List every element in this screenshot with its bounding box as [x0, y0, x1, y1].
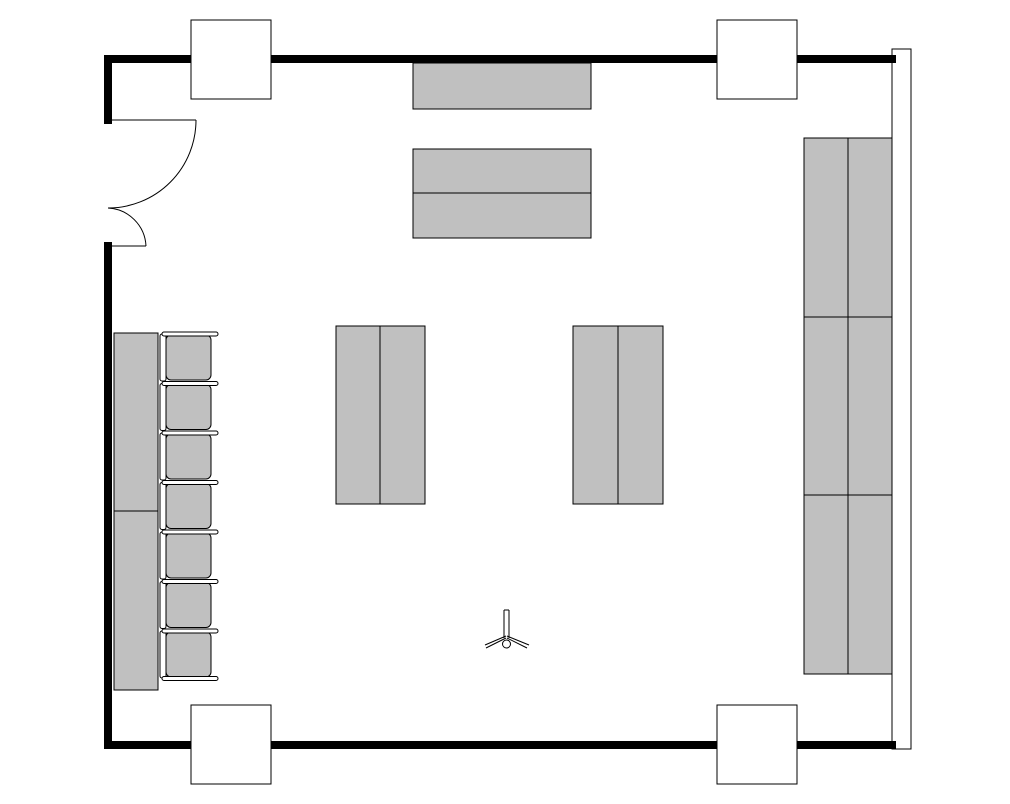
- right-counter-section: [803, 316, 849, 496]
- chair: [159, 331, 219, 382]
- wall-bottom-left: [104, 242, 896, 749]
- right-counter: [803, 137, 893, 675]
- chair-back: [159, 383, 167, 431]
- left-counter-section: [113, 510, 159, 691]
- top-console: [412, 62, 592, 110]
- presentation-table: [412, 148, 592, 239]
- presentation-table-section: [412, 192, 592, 239]
- chair-back: [159, 581, 167, 629]
- office-chair-seat: [502, 639, 511, 649]
- left-counter-section: [113, 332, 159, 512]
- chair-seat: [165, 631, 212, 678]
- chair-back: [159, 482, 167, 530]
- wall-top: [104, 55, 896, 124]
- double-door: [107, 119, 197, 247]
- column-bottom-left: [190, 704, 272, 785]
- door-swing-upper: [107, 119, 197, 209]
- chair: [159, 381, 219, 431]
- chair-arm: [161, 628, 219, 634]
- chair-arm: [161, 331, 219, 337]
- chair-seat: [165, 532, 212, 579]
- chair-arm: [161, 529, 219, 535]
- chair-back: [159, 630, 167, 679]
- office-chair-leg: [506, 635, 530, 646]
- door-swing-lower: [107, 207, 147, 247]
- center-table-right: [572, 325, 664, 505]
- right-counter-section: [803, 494, 849, 675]
- chair: [159, 430, 219, 481]
- office-chair-leg: [485, 637, 507, 649]
- chair: [159, 628, 219, 681]
- left-chair-row: [159, 331, 219, 681]
- left-counter: [113, 332, 159, 691]
- column-bottom-right: [716, 704, 798, 785]
- room-walls: [104, 55, 896, 749]
- chair-seat: [165, 334, 212, 381]
- center-table-left: [335, 325, 426, 505]
- chair-arm: [161, 676, 219, 681]
- chair: [159, 579, 219, 629]
- chair-seat: [165, 582, 212, 628]
- right-counter-section: [847, 494, 893, 675]
- column-top-left: [190, 19, 272, 100]
- center-table-right-section: [617, 325, 664, 505]
- office-chair-leg: [506, 637, 528, 649]
- presentation-table-section: [412, 148, 592, 194]
- columns: [190, 19, 798, 785]
- chair-arm: [161, 430, 219, 436]
- chair-seat: [165, 433, 212, 480]
- chair-back: [159, 432, 167, 481]
- right-counter-section: [803, 137, 849, 318]
- office-chair-icon: [484, 609, 530, 649]
- chair-seat: [165, 384, 212, 430]
- chair: [159, 480, 219, 530]
- chair-arm: [161, 579, 219, 584]
- center-table-left-section: [335, 325, 381, 505]
- chair-back: [159, 531, 167, 580]
- center-table-left-section: [379, 325, 426, 505]
- right-counter-section: [847, 316, 893, 496]
- column-top-right: [716, 19, 798, 100]
- chair-seat: [165, 483, 212, 529]
- office-chair-leg: [484, 635, 507, 646]
- chair-arm: [161, 480, 219, 485]
- window-strip: [891, 48, 912, 750]
- center-table-right-section: [572, 325, 619, 505]
- chair: [159, 529, 219, 580]
- chair-back: [159, 333, 167, 382]
- chair-arm: [161, 381, 219, 386]
- right-counter-section: [847, 137, 893, 318]
